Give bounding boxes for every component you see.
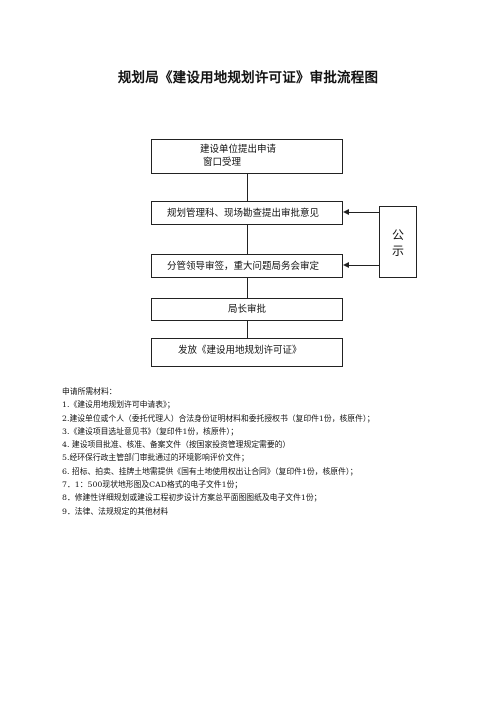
step-sign-box: 分管领导审签，重大问题局务会审定 bbox=[151, 254, 343, 278]
connector-4 bbox=[247, 321, 248, 338]
material-item: 8．修建性详细规划或建设工程初步设计方案总平面图图纸及电子文件1份； bbox=[62, 493, 322, 503]
step-review-label: 规划管理科、现场勘查提出审批意见 bbox=[167, 208, 320, 219]
step-issue-box: 发放《建设用地规划许可证》 bbox=[151, 338, 343, 367]
step-apply-label: 建设单位提出申请 bbox=[200, 144, 277, 155]
material-item: 5.经环保行政主管部门审批通过的环境影响评价文件； bbox=[62, 453, 249, 463]
page-title: 规划局《建设用地规划许可证》审批流程图 bbox=[117, 70, 379, 86]
material-item: 2.建设单位或个人（委托代理人）合法身份证明材料和委托授权书（复印件1份，核原件… bbox=[62, 413, 375, 423]
publicity-arrow-top-head bbox=[343, 209, 349, 215]
step-sign-label: 分管领导审签，重大问题局务会审定 bbox=[167, 261, 320, 272]
step-issue-label: 发放《建设用地规划许可证》 bbox=[178, 345, 302, 356]
publicity-char-1: 公 bbox=[391, 228, 404, 242]
publicity-arrow-bottom-line bbox=[349, 265, 379, 266]
material-item: 3.《建设项目选址意见书》（复印件1份，核原件）； bbox=[62, 426, 239, 436]
material-item: 6. 招标、拍卖、挂牌土地需提供《国有土地使用权出让合同》（复印件1份，核原件）… bbox=[62, 466, 358, 476]
material-item: 1.《建设用地规划许可申请表》； bbox=[62, 400, 175, 410]
publicity-char-2: 示 bbox=[391, 244, 404, 258]
material-item: 7．1：500现状地形图及CAD格式的电子文件1份； bbox=[62, 480, 243, 490]
materials-section: 申请所需材料： 1.《建设用地规划许可申请表》； 2.建设单位或个人（委托代理人… bbox=[62, 385, 482, 518]
materials-title: 申请所需材料： bbox=[62, 387, 117, 396]
connector-1 bbox=[247, 174, 248, 201]
publicity-arrow-bottom-head bbox=[343, 262, 349, 268]
publicity-arrow-top-line bbox=[349, 212, 379, 213]
material-item: 4. 建设项目批准、核准、备案文件（按国家投资管理规定需要的） bbox=[62, 440, 291, 450]
connector-2 bbox=[247, 225, 248, 254]
step-director-box: 局长审批 bbox=[151, 298, 343, 321]
step-director-label: 局长审批 bbox=[227, 304, 266, 315]
step-window-label: 窗口受理 bbox=[202, 157, 241, 168]
connector-3 bbox=[247, 278, 248, 298]
publicity-box: 公 示 bbox=[379, 206, 417, 278]
material-item: 9．法律、法规规定的其他材料 bbox=[62, 506, 169, 516]
step-review-box: 规划管理科、现场勘查提出审批意见 bbox=[151, 201, 343, 225]
step-apply-box: 建设单位提出申请 窗口受理 bbox=[151, 139, 343, 174]
